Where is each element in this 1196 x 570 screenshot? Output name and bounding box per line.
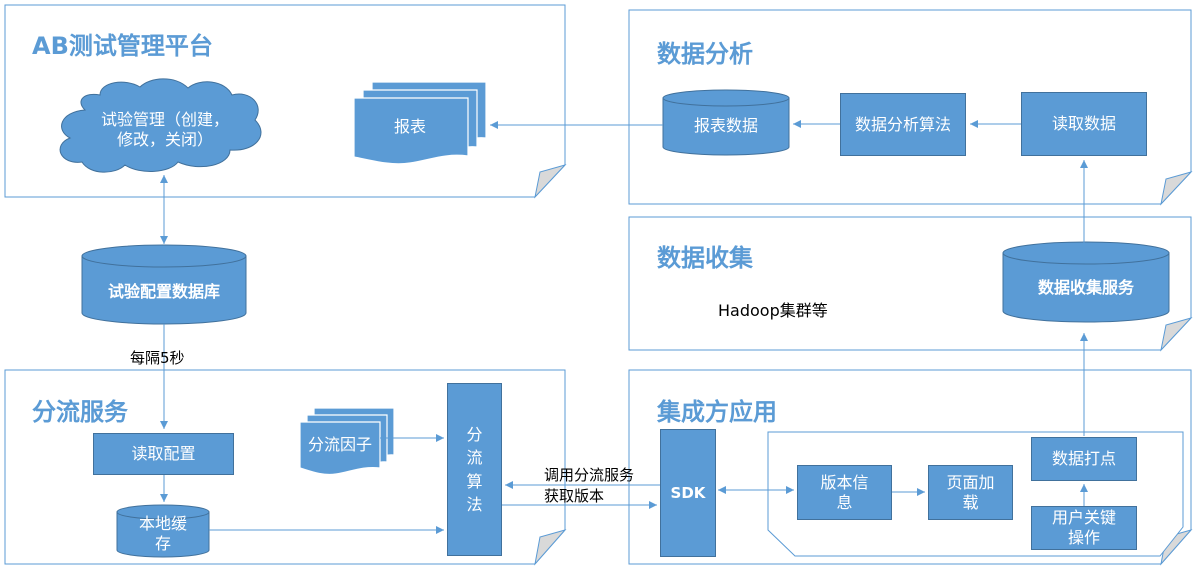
tracking-box: 数据打点 <box>1031 437 1137 481</box>
page-load-label: 页面加载 <box>946 472 995 512</box>
split-algo-char-1: 分 <box>466 425 483 445</box>
split-factor-documents <box>299 407 395 476</box>
split-algo-char-4: 法 <box>466 494 483 514</box>
call-split-label-1: 调用分流服务 <box>544 466 635 484</box>
title-data-analysis: 数据分析 <box>657 40 753 68</box>
read-data-box: 读取数据 <box>1021 92 1147 156</box>
page-load-box: 页面加载 <box>928 465 1013 520</box>
user-action-box: 用户关键操作 <box>1031 506 1137 550</box>
title-ab-platform: AB测试管理平台 <box>32 32 213 60</box>
read-config-box: 读取配置 <box>93 433 234 475</box>
title-integration: 集成方应用 <box>657 398 777 426</box>
cylinder-collect-service <box>1002 241 1170 323</box>
read-data-label: 读取数据 <box>1051 114 1116 133</box>
split-algo-char-2: 流 <box>466 448 483 468</box>
analysis-algo-label: 数据分析算法 <box>854 114 951 134</box>
collect-service-label: 数据收集服务 <box>1037 278 1134 297</box>
read-config-label: 读取配置 <box>131 444 196 463</box>
report-data-label: 报表数据 <box>693 116 758 135</box>
title-split-service: 分流服务 <box>32 398 128 426</box>
user-action-label: 用户关键操作 <box>1051 508 1116 547</box>
every-5s-label: 每隔5秒 <box>130 349 185 367</box>
split-factor-label: 分流因子 <box>308 435 373 454</box>
report-label: 报表 <box>393 117 426 136</box>
local-cache-label: 本地缓存 <box>138 514 187 553</box>
split-algo-box: 分 流 算 法 <box>447 383 502 556</box>
tracking-label: 数据打点 <box>1051 449 1116 468</box>
analysis-algo-box: 数据分析算法 <box>840 93 966 156</box>
experiment-mgmt-label: 试验管理（创建，修改，关闭） <box>100 110 229 149</box>
title-data-collection: 数据收集 <box>657 244 753 272</box>
cylinder-config-db <box>81 244 247 325</box>
cloud-experiment-mgmt <box>59 78 262 173</box>
split-algo-char-3: 算 <box>466 471 483 491</box>
sdk-box: SDK <box>660 429 716 557</box>
report-documents <box>353 81 487 165</box>
hadoop-label: Hadoop集群等 <box>718 301 828 320</box>
sdk-label: SDK <box>670 483 706 502</box>
version-info-box: 版本信息 <box>797 465 892 520</box>
config-db-label: 试验配置数据库 <box>107 282 220 301</box>
version-info-label: 版本信息 <box>820 472 869 512</box>
cylinder-local-cache <box>116 504 210 558</box>
connectors <box>160 120 1088 534</box>
cylinder-report-data <box>662 89 790 156</box>
call-split-label-2: 获取版本 <box>544 487 605 505</box>
